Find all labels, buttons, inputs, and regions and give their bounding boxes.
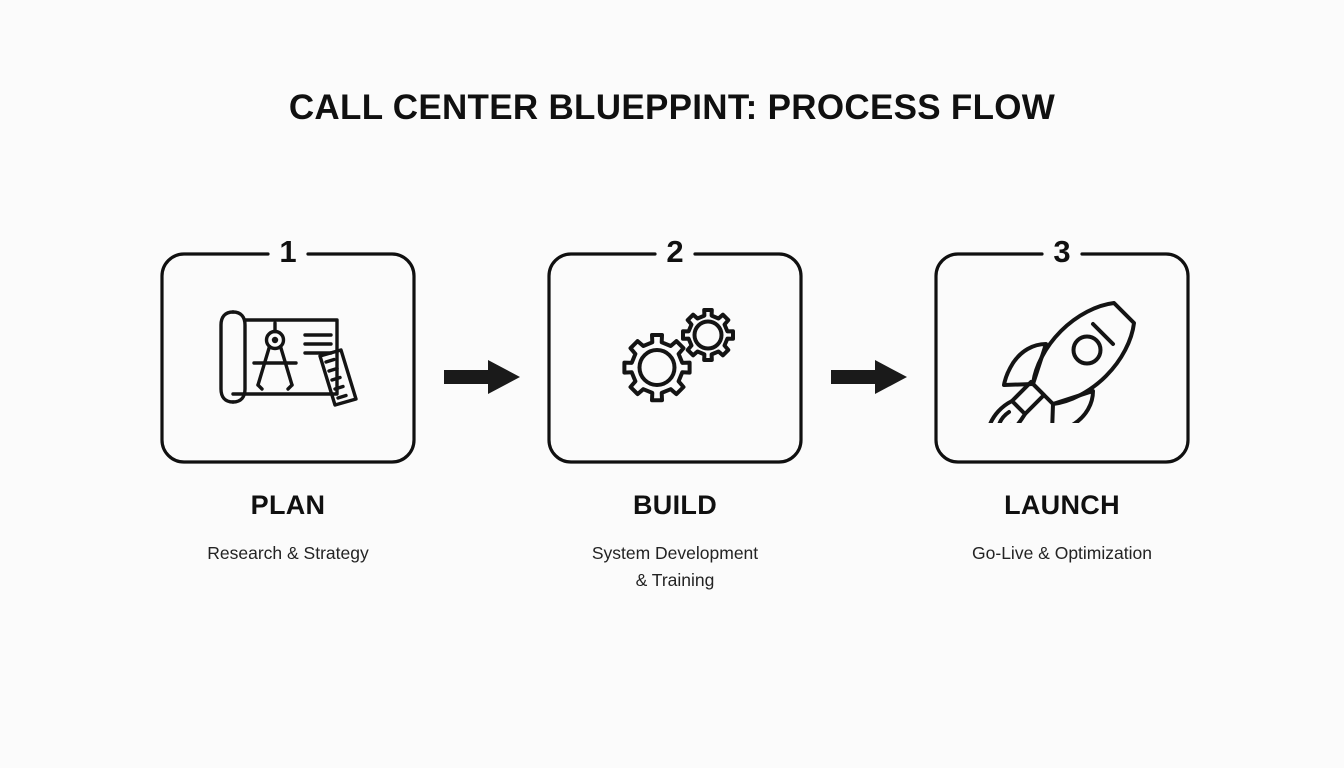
step-description-1: Research & Strategy (207, 542, 369, 563)
step-frame-outline (160, 252, 416, 464)
process-step-launch[interactable]: 3 (934, 236, 1190, 567)
step-card-3: 3 (934, 236, 1190, 464)
step-number-3: 3 (1053, 234, 1071, 269)
arrow-right-icon (830, 360, 907, 394)
step-card-1: 1 (160, 236, 416, 464)
step-description-2-line1: System Development (591, 542, 759, 563)
process-step-build[interactable]: 2 BUILD System Development & Training (547, 236, 803, 595)
process-flow: 1 (160, 236, 1190, 595)
rocket-icon (988, 301, 1136, 423)
step-label-2: BUILD (633, 490, 717, 520)
step-number-1: 1 (279, 234, 297, 269)
step-label-1: PLAN (250, 490, 326, 520)
step-frame-outline (547, 252, 803, 464)
arrow-right-icon (443, 360, 520, 394)
process-step-plan[interactable]: 1 (160, 236, 416, 567)
step-description-2-line2: & Training (635, 570, 715, 591)
blueprint-compass-ruler-icon (219, 310, 358, 407)
page-title: CALL CENTER BLUEPPINT: PROCESS FLOW (288, 88, 1056, 127)
step-description-3: Go-Live & Optimization (972, 542, 1152, 563)
step-card-2: 2 (547, 236, 803, 464)
step-label-3: LAUNCH (1004, 490, 1120, 520)
gears-icon (622, 308, 735, 403)
step-frame-outline (934, 252, 1190, 464)
step-description-2: System Development & Training (592, 540, 758, 595)
step-number-2: 2 (666, 234, 684, 269)
